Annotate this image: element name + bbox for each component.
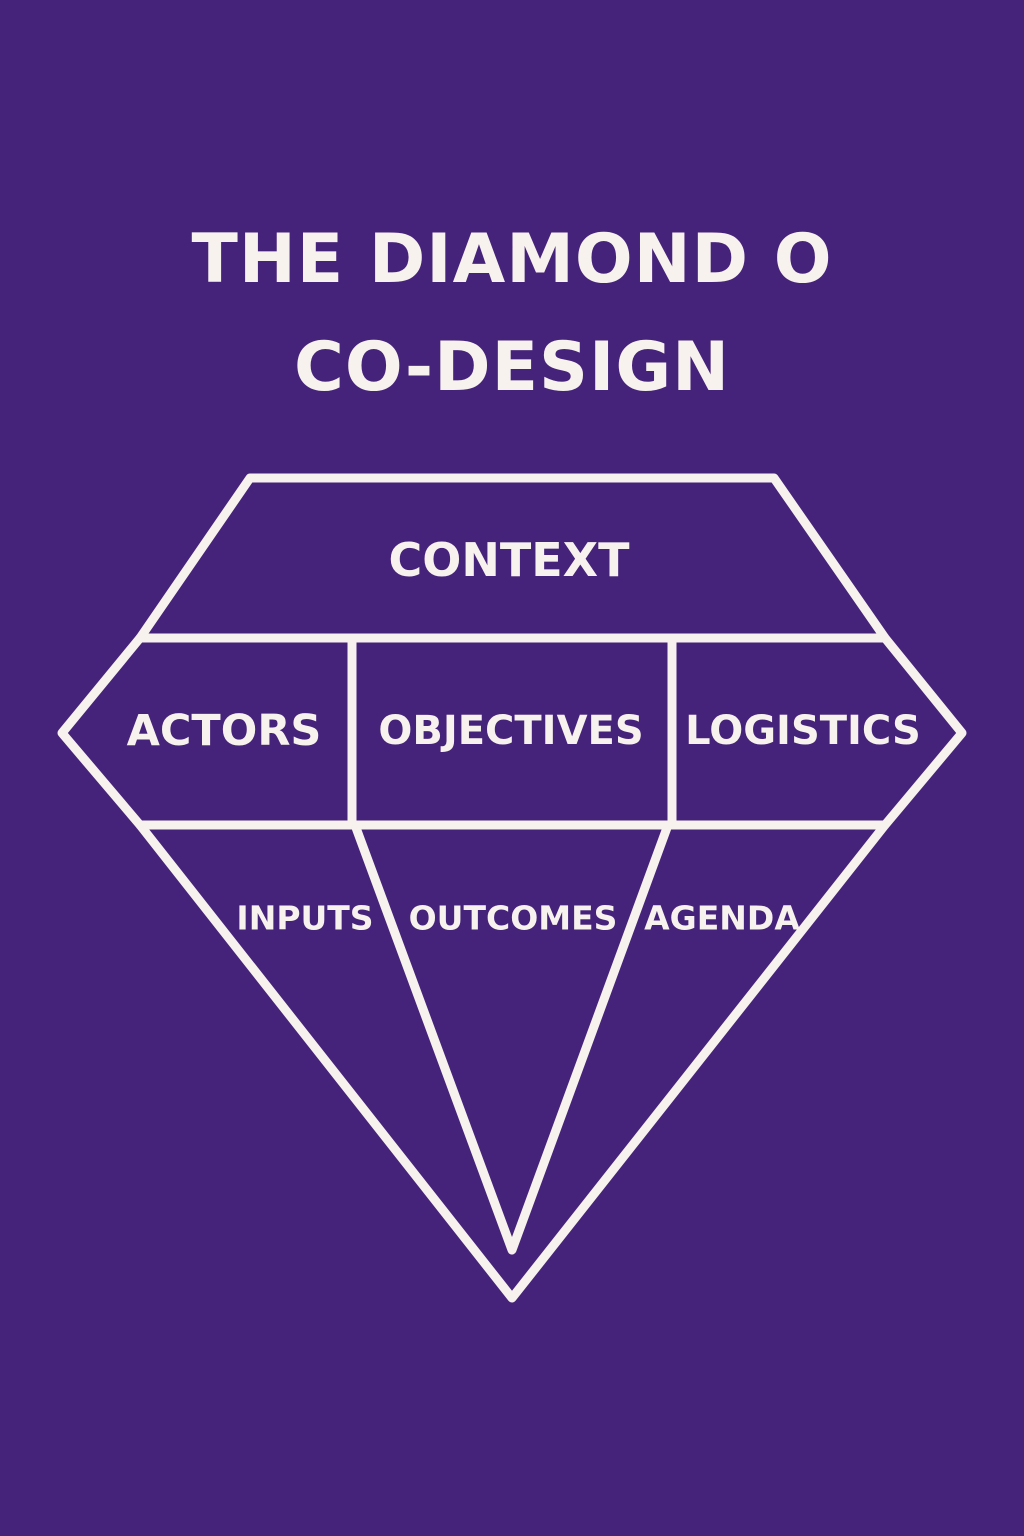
inner-v [350, 820, 673, 1255]
diamond-outline [57, 473, 967, 1303]
logistics-label: LOGISTICS [685, 708, 921, 754]
agenda-label: AGENDA [644, 899, 800, 938]
title-line-2: CO-DESIGN [293, 328, 731, 407]
context-label: CONTEXT [388, 533, 630, 587]
objectives-label: OBJECTIVES [378, 708, 643, 754]
outcomes-label: OUTCOMES [409, 899, 618, 938]
actors-label: ACTORS [127, 706, 322, 756]
inputs-label: INPUTS [236, 899, 373, 938]
title-line-1: THE DIAMOND O [191, 220, 833, 299]
